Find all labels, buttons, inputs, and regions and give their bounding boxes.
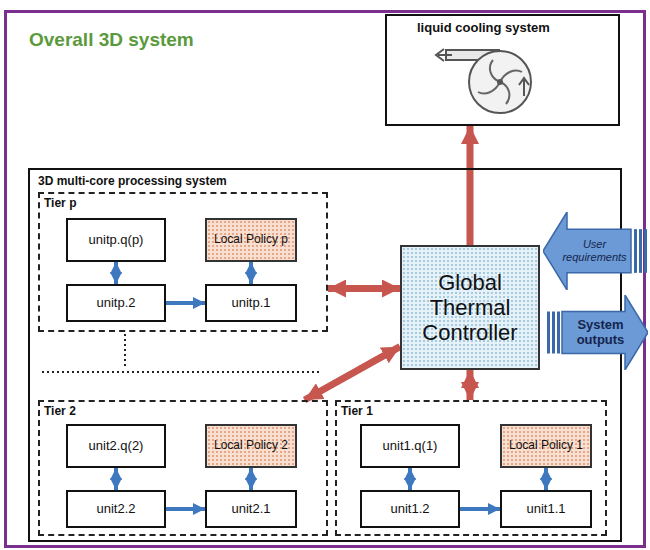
group-title: 3D multi-core processing system xyxy=(38,174,227,188)
data-arrow xyxy=(114,262,118,284)
outlet-arrow xyxy=(436,49,452,61)
input-arrow: User requirements xyxy=(543,212,648,290)
label-holder: Global Thermal Controller xyxy=(402,247,538,368)
unit-box: unit2.q(2) xyxy=(66,424,166,468)
data-arrow xyxy=(114,468,118,490)
box-label: unit2.1 xyxy=(231,502,270,517)
box-label: unitp.2 xyxy=(96,296,135,311)
unit-box: unit1.1 xyxy=(500,490,592,528)
box-label: System outputs xyxy=(563,318,638,348)
box-label: Local Policy p xyxy=(214,233,288,247)
unit-box: unitp.1 xyxy=(205,284,297,322)
tier-box: Tier 2 unit2.q(2) Local Policy 2 unit2.2 uni… xyxy=(38,400,328,536)
data-arrow xyxy=(249,468,253,490)
tier-ellipsis-lines xyxy=(42,334,322,372)
data-arrow xyxy=(408,468,412,490)
label-holder: Local Policy 1 xyxy=(502,426,590,466)
data-arrow xyxy=(460,507,500,511)
output-arrow: System outputs xyxy=(545,295,648,370)
box-label: unitp.q(p) xyxy=(89,233,144,248)
unit-box: unit1.q(1) xyxy=(360,424,460,468)
flow-arrow-icon xyxy=(519,78,529,96)
box-label: Local Policy 2 xyxy=(214,439,288,453)
unit-box: unitp.2 xyxy=(66,284,166,322)
group-title: Tier 1 xyxy=(341,404,373,418)
label-holder: unitp.2 xyxy=(68,286,164,320)
controller-box: Global Thermal Controller xyxy=(400,245,540,370)
data-arrow xyxy=(166,507,205,511)
unit-box: unit1.2 xyxy=(360,490,460,528)
group-title: Tier 2 xyxy=(44,404,76,418)
impeller-hub xyxy=(497,79,503,85)
unit-box: unit2.1 xyxy=(205,490,297,528)
group-title: liquid cooling system xyxy=(417,20,550,35)
data-arrow xyxy=(544,468,548,490)
tier-box: Tier 1 unit1.q(1) Local Policy 1 unit1.2 uni… xyxy=(335,400,607,536)
box-label: unit1.q(1) xyxy=(383,439,438,454)
policy-box: Local Policy 1 xyxy=(500,424,592,468)
label-holder: User requirements xyxy=(561,212,628,290)
box-label: unit1.2 xyxy=(390,502,429,517)
data-arrow xyxy=(249,262,253,284)
pump-housing xyxy=(469,51,531,113)
label-holder: unit2.1 xyxy=(207,492,295,526)
label-holder: System outputs xyxy=(563,295,638,370)
processing-system-box: 3D multi-core processing systemTier p uni… xyxy=(28,168,622,542)
data-arrow xyxy=(166,301,205,305)
control-arrow xyxy=(305,347,400,400)
label-holder: unitp.1 xyxy=(207,286,295,320)
label-holder: unitp.q(p) xyxy=(68,220,164,260)
group-title: Overall 3D system xyxy=(29,29,194,51)
label-holder: unit1.2 xyxy=(362,492,458,526)
tier-box: Tier p unitp.q(p) Local Policy p unitp.2 uni… xyxy=(38,192,328,332)
label-holder: unit2.2 xyxy=(68,492,164,526)
control-arrow xyxy=(467,126,474,245)
label-holder: Local Policy p xyxy=(207,220,295,260)
box-label: unit1.1 xyxy=(526,502,565,517)
control-arrow xyxy=(467,370,474,400)
policy-box: Local Policy 2 xyxy=(205,424,297,468)
label-holder: unit1.1 xyxy=(502,492,590,526)
overall-system-frame: Overall 3D system liquid cooling system 3D… xyxy=(4,10,646,548)
cooling-system-box: liquid cooling system xyxy=(385,14,620,126)
box-label: User requirements xyxy=(561,238,628,263)
policy-box: Local Policy p xyxy=(205,218,297,262)
label-holder: Local Policy 2 xyxy=(207,426,295,466)
label-holder: unit1.q(1) xyxy=(362,426,458,466)
unit-box: unitp.q(p) xyxy=(66,218,166,262)
impeller-blades xyxy=(478,60,522,104)
control-arrow xyxy=(328,285,400,292)
pump-illustration xyxy=(436,49,531,113)
box-label: Global Thermal Controller xyxy=(407,270,533,346)
box-label: unit2.2 xyxy=(96,502,135,517)
unit-box: unit2.2 xyxy=(66,490,166,528)
box-label: unitp.1 xyxy=(231,296,270,311)
label-holder: unit2.q(2) xyxy=(68,426,164,466)
box-label: Local Policy 1 xyxy=(509,439,583,453)
box-label: unit2.q(2) xyxy=(89,439,144,454)
group-title: Tier p xyxy=(44,196,76,210)
